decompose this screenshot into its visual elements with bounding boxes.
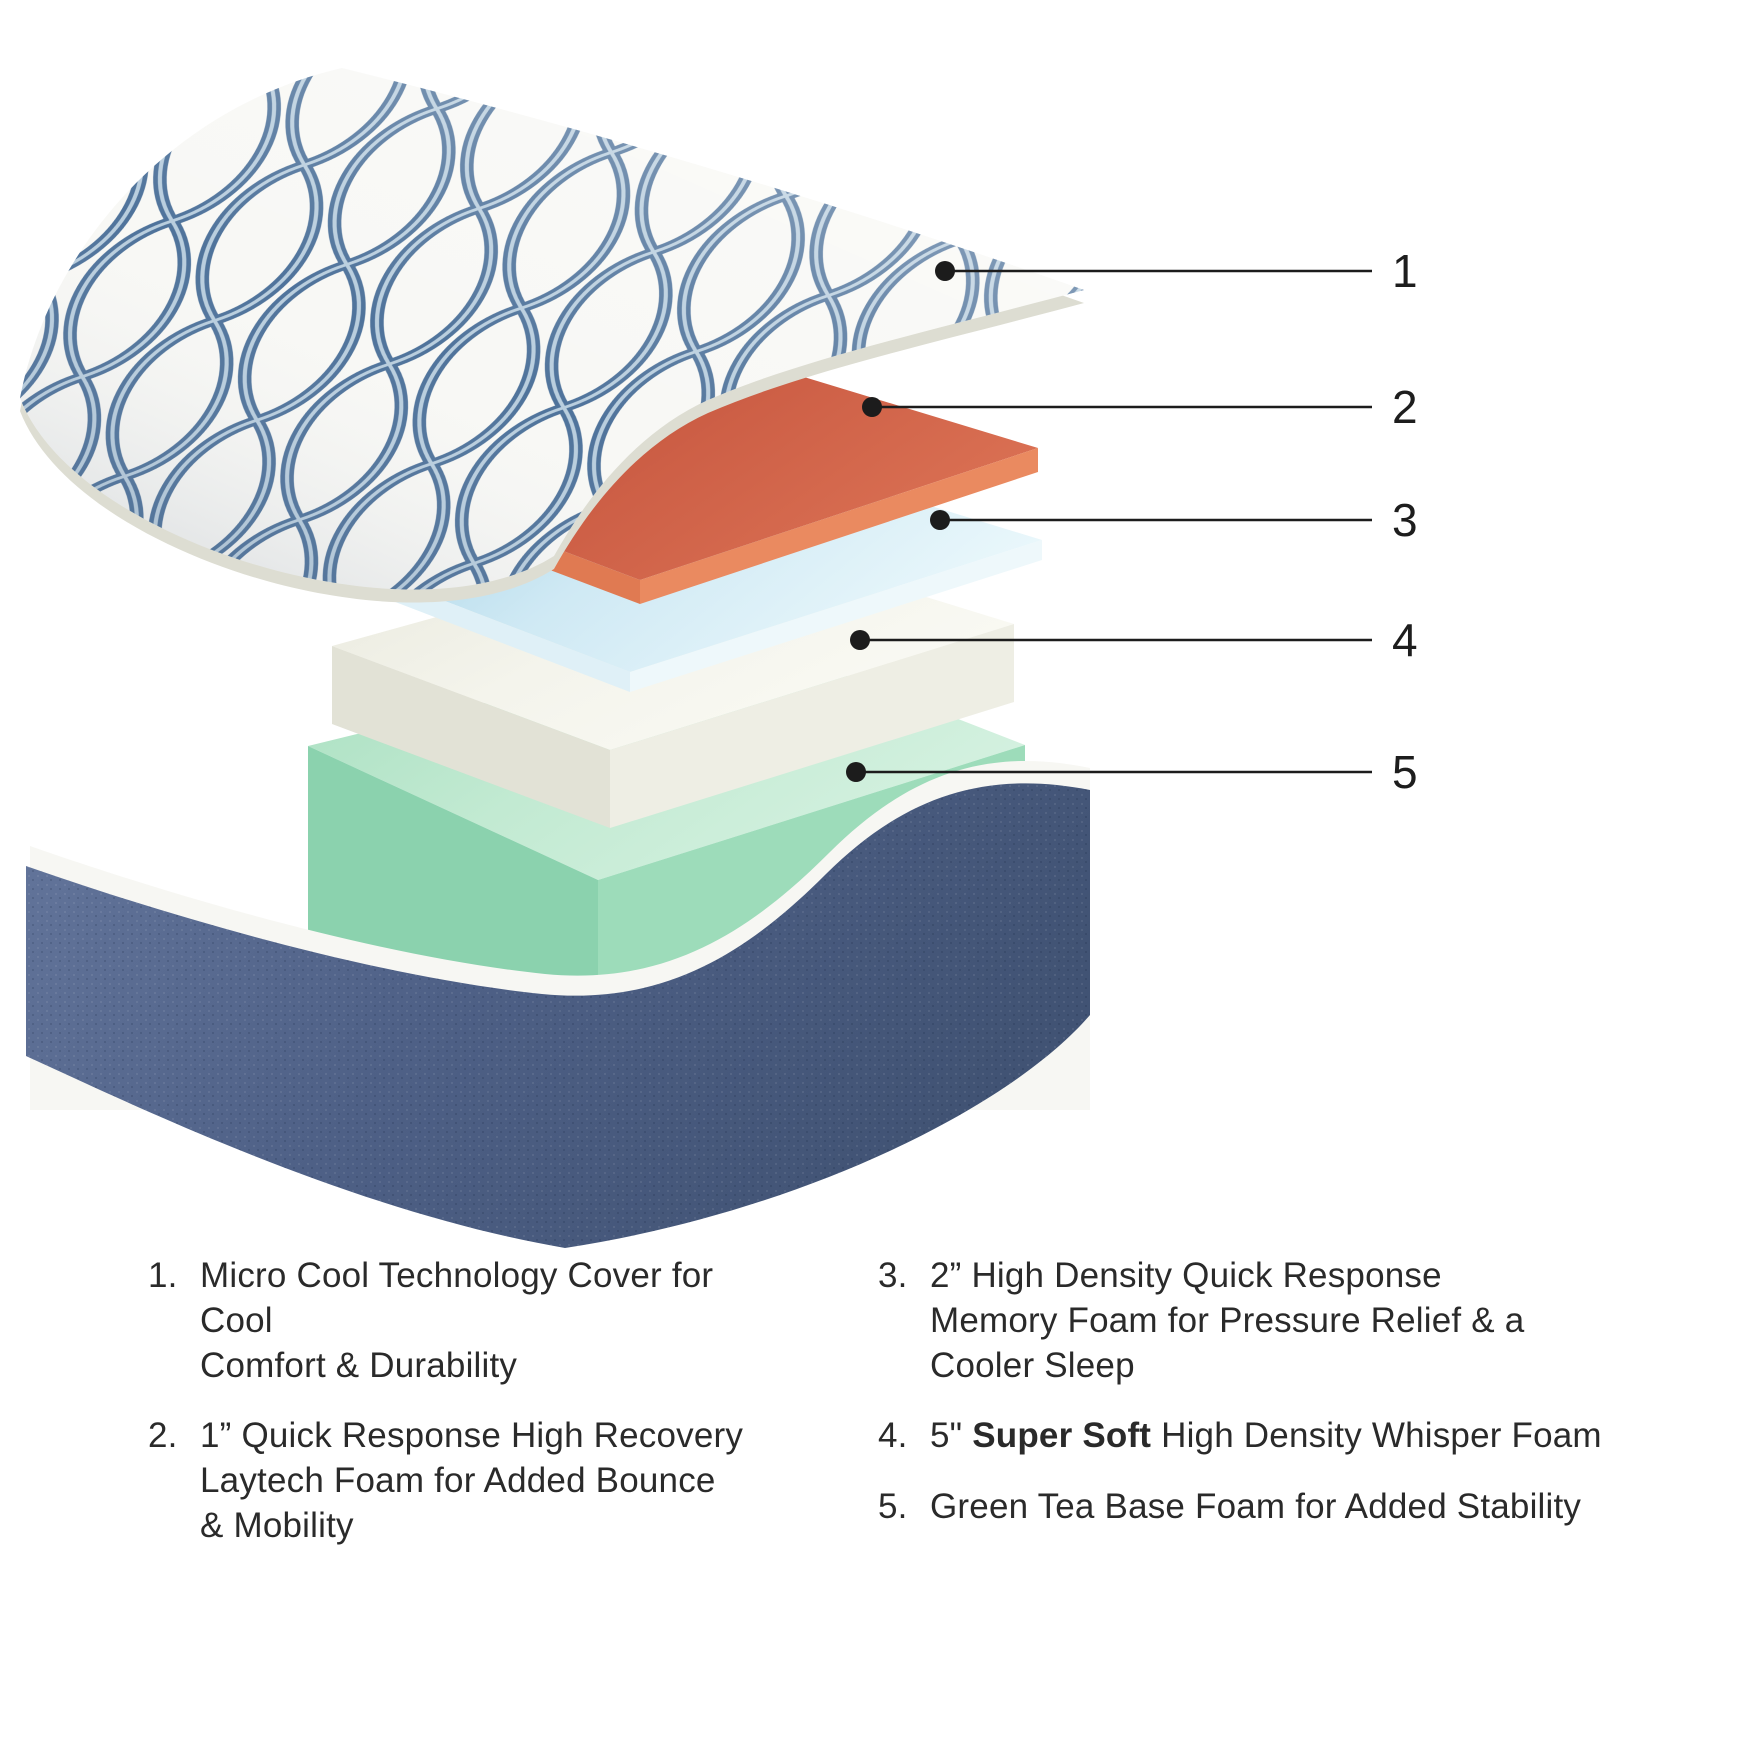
legend-item-4-text: 5" Super Soft High Density Whisper Foam — [930, 1414, 1602, 1459]
callout-dot-1 — [935, 261, 955, 281]
legend-column-right: 3. 2” High Density Quick Response Memory… — [878, 1254, 1618, 1575]
legend-item-2: 2. 1” Quick Response High Recovery Layte… — [148, 1414, 788, 1548]
legend-item-4-text-bold: Super Soft — [972, 1416, 1152, 1456]
legend-item-2-text: 1” Quick Response High Recovery Laytech … — [200, 1416, 744, 1545]
callout-dot-2 — [862, 397, 882, 417]
legend-item-4: 4. 5" Super Soft High Density Whisper Fo… — [878, 1414, 1618, 1459]
callout-lines — [856, 269, 1372, 774]
legend-item-5-text: Green Tea Base Foam for Added Stability — [930, 1487, 1582, 1527]
callout-dot-3 — [930, 510, 950, 530]
callout-number-3: 3 — [1392, 494, 1418, 546]
legend-item-2-number: 2. — [148, 1416, 178, 1456]
callout-dot-5 — [846, 762, 866, 782]
legend-column-left: 1. Micro Cool Technology Cover for Cool … — [148, 1254, 788, 1575]
legend-item-4-text-pre: 5" — [930, 1416, 973, 1456]
legend-item-5-number: 5. — [878, 1487, 908, 1527]
legend-item-3-number: 3. — [878, 1256, 908, 1295]
legend-item-1-text: Micro Cool Technology Cover for Cool Com… — [200, 1256, 714, 1385]
mattress-cutaway-illustration: 1 2 3 4 5 — [20, 68, 1418, 1248]
legend-item-4-number: 4. — [878, 1416, 908, 1456]
callout-dot-4 — [850, 630, 870, 650]
micro-cool-cover-layer — [20, 68, 1084, 603]
legend-item-5: 5. Green Tea Base Foam for Added Stabili… — [878, 1485, 1618, 1530]
legend-item-1-number: 1. — [148, 1256, 178, 1295]
callout-number-5: 5 — [1392, 746, 1418, 798]
legend-item-3: 3. 2” High Density Quick Response Memory… — [878, 1254, 1618, 1388]
legend-item-4-text-post: High Density Whisper Foam — [1151, 1416, 1602, 1456]
base-fabric-layer — [26, 783, 1090, 1248]
callout-number-1: 1 — [1392, 245, 1418, 297]
legend-item-3-text: 2” High Density Quick Response Memory Fo… — [930, 1256, 1525, 1385]
legend-item-1: 1. Micro Cool Technology Cover for Cool … — [148, 1254, 788, 1388]
callout-number-2: 2 — [1392, 381, 1418, 433]
legend: 1. Micro Cool Technology Cover for Cool … — [0, 1254, 1750, 1575]
callout-number-4: 4 — [1392, 614, 1418, 666]
callout-numbers: 1 2 3 4 5 — [1392, 245, 1418, 798]
callout-dots — [846, 261, 955, 782]
